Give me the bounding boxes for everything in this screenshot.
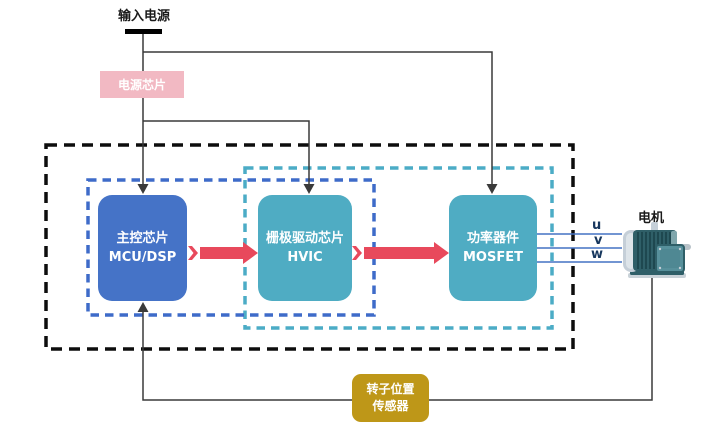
power-terminal-bar: [125, 29, 162, 34]
input-power-label: 输入电源: [118, 9, 171, 24]
hvic-block-title: 栅极驱动芯片: [265, 231, 344, 246]
arrowhead-into-mosfet-top: [486, 184, 498, 194]
arrowhead-into-hvic-top: [303, 184, 315, 194]
power-chip-label: 电源芯片: [117, 78, 166, 92]
motor-label: 电机: [638, 211, 665, 226]
arrowhead-into-mcu-bottom: [137, 302, 149, 312]
motor-icon: [623, 222, 691, 278]
hvic-block-subtitle: HVIC: [287, 250, 323, 265]
power-chip-box: 电源芯片: [100, 71, 184, 98]
signal-arrow-mcu-to-hvic: [188, 242, 258, 264]
power-line-to-hvic: [143, 120, 310, 190]
mcu-block-subtitle: MCU/DSP: [108, 250, 177, 265]
mosfet-block: 功率器件 MOSFET: [449, 195, 537, 301]
phase-label-u: u: [592, 218, 602, 233]
phase-label-v: v: [594, 233, 603, 248]
sensor-box: 转子位置 传感器: [352, 374, 429, 422]
power-line-to-mosfet: [143, 51, 493, 190]
phase-label-w: w: [591, 247, 604, 262]
hvic-block: 栅极驱动芯片 HVIC: [258, 195, 352, 301]
mosfet-block-subtitle: MOSFET: [463, 250, 523, 265]
arrowhead-into-mcu-top: [137, 184, 149, 194]
driver-stage-dashed-box: [243, 166, 554, 330]
sensor-label-line1: 转子位置: [366, 382, 415, 396]
mcu-block-title: 主控芯片: [116, 231, 169, 246]
signal-arrow-hvic-to-mosfet: [352, 242, 449, 264]
outer-system-dashed-box: [44, 143, 575, 351]
mosfet-block-title: 功率器件: [466, 231, 519, 246]
sensor-label-line2: 传感器: [372, 399, 409, 413]
mcu-block: 主控芯片 MCU/DSP: [98, 195, 187, 301]
